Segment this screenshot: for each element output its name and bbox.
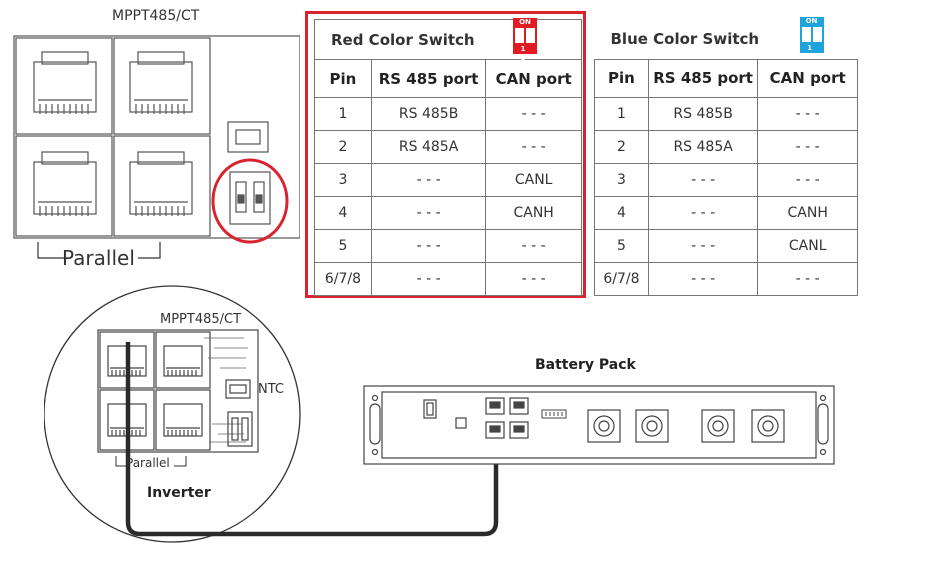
rs485-cell: - - - bbox=[647, 195, 759, 230]
red-switch-table: Red Color Switch ON 1 2 Pin RS 485 port … bbox=[314, 18, 582, 296]
rs485-cell: - - - bbox=[370, 229, 487, 263]
table-row: 1 RS 485B - - - bbox=[314, 97, 582, 131]
pin-cell: 4 bbox=[314, 196, 372, 230]
detail-port-bottom-right bbox=[155, 389, 211, 451]
communication-cable bbox=[125, 342, 499, 537]
table-row: 3 - - - CANL bbox=[314, 163, 582, 197]
pin-cell: 1 bbox=[314, 97, 372, 131]
parallel-bracket bbox=[37, 242, 161, 259]
table-row: 3 - - - - - - bbox=[594, 162, 858, 197]
rs485-cell: - - - bbox=[370, 196, 487, 230]
blue-header-pin: Pin bbox=[594, 58, 649, 98]
battery-pack-diagram bbox=[363, 385, 835, 465]
table-row: 2 RS 485A - - - bbox=[314, 130, 582, 164]
red-dip-numbers: 1 2 bbox=[520, 45, 530, 62]
table-row: 4 - - - CANH bbox=[314, 196, 582, 230]
pin-cell: 4 bbox=[594, 195, 649, 230]
rj45-port-bottom-right bbox=[113, 135, 211, 237]
rs485-cell: RS 485A bbox=[647, 129, 759, 164]
rj45-port-top-left bbox=[15, 37, 113, 135]
rs485-cell: - - - bbox=[370, 163, 487, 197]
pin-cell: 5 bbox=[314, 229, 372, 263]
can-cell: - - - bbox=[485, 97, 582, 131]
can-cell: CANH bbox=[485, 196, 582, 230]
table-row: 5 - - - - - - bbox=[314, 229, 582, 263]
inverter-detail-diagram bbox=[44, 285, 499, 543]
rs485-cell: RS 485A bbox=[370, 130, 487, 164]
battery-terminals bbox=[587, 409, 785, 443]
blue-dip-switch-icon: ON 1 2 bbox=[799, 17, 824, 61]
dip-switch-highlight-circle bbox=[211, 158, 289, 244]
blue-table-title-cell: Blue Color Switch ON 1 2 bbox=[594, 17, 858, 61]
detail-dip-switch bbox=[227, 411, 253, 447]
can-cell: - - - bbox=[757, 261, 858, 296]
inverter-port-panel bbox=[13, 35, 300, 259]
pin-cell: 2 bbox=[314, 130, 372, 164]
pin-cell: 1 bbox=[594, 96, 649, 131]
red-dip-on-label: ON bbox=[519, 18, 531, 26]
can-cell: - - - bbox=[757, 162, 858, 197]
can-cell: CANL bbox=[485, 163, 582, 197]
red-header-pin: Pin bbox=[314, 59, 372, 98]
blue-header-can: CAN port bbox=[757, 58, 858, 98]
red-header-can: CAN port bbox=[485, 59, 582, 98]
pin-cell: 6/7/8 bbox=[314, 262, 372, 296]
can-cell: - - - bbox=[757, 129, 858, 164]
inverter-detail-circle bbox=[44, 285, 301, 543]
red-table-title-cell: Red Color Switch ON 1 2 bbox=[314, 18, 582, 62]
detail-ntc-connector bbox=[225, 379, 251, 399]
pin-cell: 6/7/8 bbox=[594, 261, 649, 296]
battery-dip-pins bbox=[541, 409, 567, 419]
red-table-title: Red Color Switch bbox=[331, 30, 475, 49]
pin-cell: 5 bbox=[594, 228, 649, 263]
table-row: 6/7/8 - - - - - - bbox=[314, 262, 582, 296]
blue-table-title: Blue Color Switch bbox=[610, 29, 760, 48]
table-row: 1 RS 485B - - - bbox=[594, 96, 858, 131]
rs485-cell: - - - bbox=[647, 162, 759, 197]
can-cell: - - - bbox=[757, 96, 858, 131]
table-row: 4 - - - CANH bbox=[594, 195, 858, 230]
can-cell: - - - bbox=[485, 262, 582, 296]
can-cell: - - - bbox=[485, 229, 582, 263]
parallel-label: Parallel bbox=[62, 246, 135, 270]
table-row: 6/7/8 - - - - - - bbox=[594, 261, 858, 296]
table-row: 2 RS 485A - - - bbox=[594, 129, 858, 164]
battery-comm-ports bbox=[485, 397, 529, 439]
blue-dip-on-label: ON bbox=[805, 17, 818, 25]
pin-cell: 2 bbox=[594, 129, 649, 164]
rj45-port-top-right bbox=[113, 37, 211, 135]
blue-dip-numbers: 1 2 bbox=[807, 44, 816, 61]
battery-indicator bbox=[455, 417, 467, 429]
blue-switch-table: Blue Color Switch ON 1 2 Pin RS 485 port… bbox=[594, 17, 858, 296]
can-cell: CANH bbox=[757, 195, 858, 230]
dip-switch bbox=[229, 171, 271, 225]
red-table-highlight-frame bbox=[305, 11, 586, 298]
table-row: 5 - - - CANL bbox=[594, 228, 858, 263]
detail-port-top-right bbox=[155, 331, 211, 389]
rs485-cell: - - - bbox=[647, 261, 759, 296]
can-cell: CANL bbox=[757, 228, 858, 263]
battery-pack-caption: Battery Pack bbox=[535, 357, 636, 373]
mppt-panel-label: MPPT485/CT bbox=[112, 8, 200, 24]
red-dip-switch-icon: ON 1 2 bbox=[513, 18, 537, 62]
can-cell: - - - bbox=[485, 130, 582, 164]
rs485-cell: - - - bbox=[370, 262, 487, 296]
battery-power-switch bbox=[423, 399, 437, 419]
detail-mppt-label: MPPT485/CT bbox=[160, 312, 242, 327]
detail-parallel-label: Parallel bbox=[126, 456, 170, 470]
blue-header-rs485: RS 485 port bbox=[647, 58, 759, 98]
detail-parallel-bracket bbox=[115, 456, 187, 467]
pin-cell: 3 bbox=[594, 162, 649, 197]
pin-cell: 3 bbox=[314, 163, 372, 197]
rs485-cell: - - - bbox=[647, 228, 759, 263]
battery-right-handle bbox=[817, 394, 829, 456]
detail-ntc-label: NTC bbox=[258, 382, 284, 397]
battery-left-handle bbox=[369, 394, 381, 456]
red-header-rs485: RS 485 port bbox=[370, 59, 487, 98]
rs485-cell: RS 485B bbox=[370, 97, 487, 131]
rs485-cell: RS 485B bbox=[647, 96, 759, 131]
inverter-caption: Inverter bbox=[147, 485, 211, 501]
ntc-connector bbox=[227, 121, 269, 153]
rj45-port-bottom-left bbox=[15, 135, 113, 237]
